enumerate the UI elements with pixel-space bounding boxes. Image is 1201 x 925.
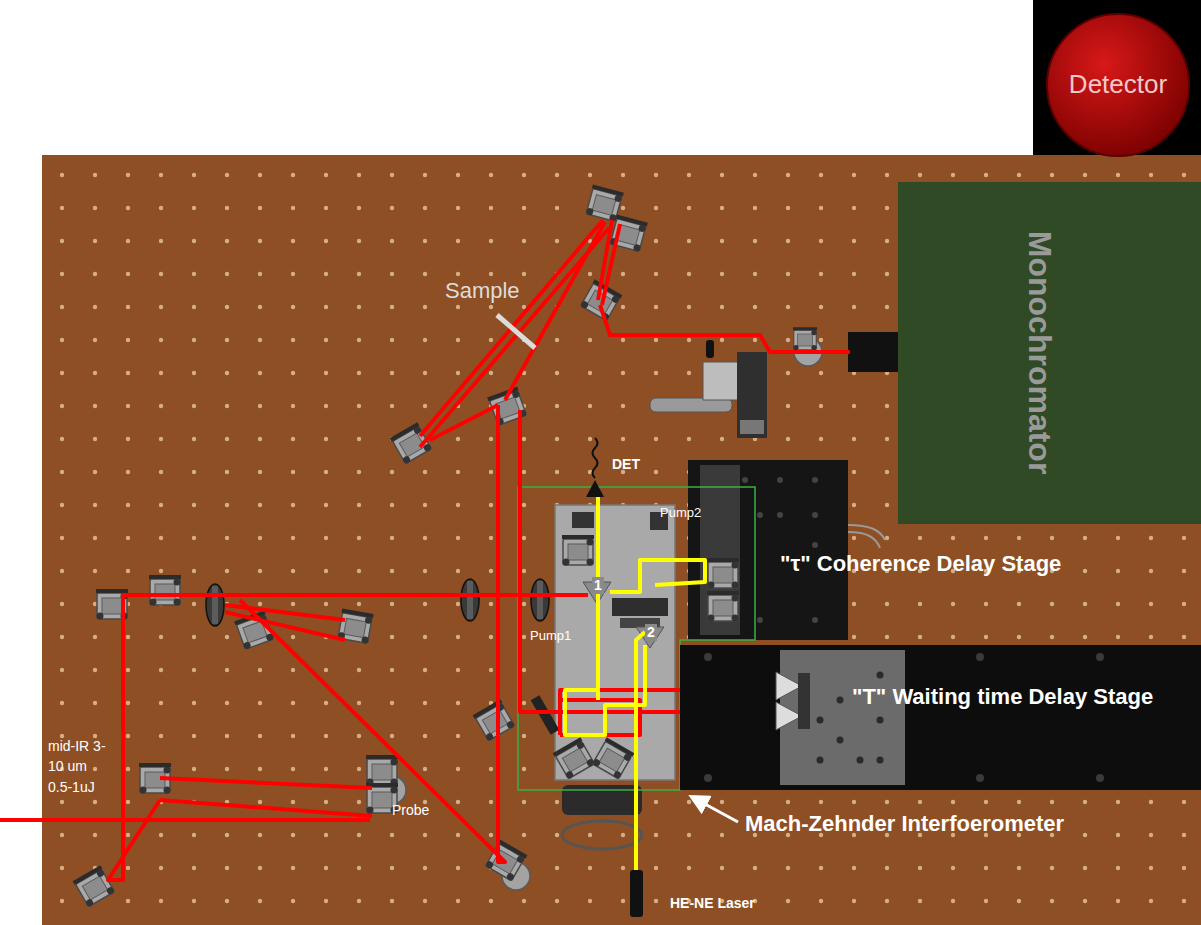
coherence-delay-stage [812, 542, 818, 548]
hene-beam [596, 495, 600, 700]
mid-ir-beam [0, 818, 370, 822]
node-text: "T" Waiting time Delay Stage [852, 678, 1157, 715]
detector-label: DET [612, 456, 640, 473]
coherence-delay-stage [742, 477, 748, 483]
stage-part [704, 774, 712, 782]
detector-housing [1033, 0, 1201, 182]
sample-plate [497, 315, 535, 348]
interferometer-breadboard [612, 598, 668, 616]
optical-mounts [562, 535, 594, 566]
delay-stage: "T" Waiting time Delay Stage [680, 645, 1201, 790]
detector-circle: Detector [1045, 12, 1191, 158]
stage-part [857, 757, 864, 764]
beam-label: Pump1 [530, 628, 571, 644]
retroreflector [703, 362, 740, 400]
mid-ir-beam [420, 228, 609, 447]
stage-part [780, 650, 905, 785]
optical-mounts [73, 865, 116, 907]
mid-ir-beam [430, 405, 498, 440]
beam-splitters [531, 695, 560, 735]
interferometer-breadboard [572, 512, 594, 528]
alignment-detector [586, 480, 604, 497]
mid-ir-beam [240, 405, 505, 862]
stage-drawing [680, 645, 1201, 790]
stage-part [877, 757, 884, 764]
mid-ir-beam [160, 800, 372, 816]
alignment-detector [586, 438, 604, 497]
optical-mounts [531, 579, 549, 621]
stage-part [704, 653, 712, 661]
optical-mounts [793, 327, 817, 350]
optical-mounts [149, 575, 181, 606]
beam-label: Probe [392, 802, 429, 819]
stage-part [837, 697, 844, 704]
coherence-delay-stage [757, 512, 763, 518]
node-text: Detector [1069, 64, 1167, 106]
stage-part [1096, 653, 1104, 661]
callout-number: 2 [645, 624, 657, 641]
optical-mounts [73, 184, 822, 907]
mid-ir-beam [225, 612, 345, 640]
optical-mounts [553, 737, 596, 779]
stage-part [976, 653, 984, 661]
interferometer-breadboard [555, 505, 675, 849]
stage-part [1096, 774, 1104, 782]
coherence-delay-stage [812, 512, 818, 518]
alignment-detector [593, 438, 598, 478]
coherence-delay-stage [777, 477, 783, 483]
retroreflector [737, 352, 767, 438]
retroreflector [740, 420, 764, 434]
mid-ir-beam [160, 778, 372, 788]
source-label: mid-IR 3-10 um 0.5-1uJ [48, 736, 114, 797]
stage-part [877, 717, 884, 724]
mid-ir-beam [602, 224, 620, 305]
stage-part [817, 717, 824, 724]
mid-ir-beam [600, 305, 850, 352]
optical-mounts [366, 755, 398, 786]
stage-label: "τ" Coherence Delay Stage [780, 551, 1061, 577]
node-text: Monochromator [1014, 231, 1065, 475]
monochromator-slit [848, 332, 898, 372]
interferometer-breadboard [555, 505, 675, 780]
stage-part [837, 737, 844, 744]
stage-part [976, 774, 984, 782]
optical-mounts [707, 591, 739, 622]
optical-mounts [707, 558, 739, 589]
beam-block [706, 340, 714, 358]
coherence-delay-stage [812, 477, 818, 483]
hene-beam [610, 560, 705, 592]
detector-disc [1047, 14, 1189, 156]
interferometer-breadboard [562, 821, 642, 849]
optical-breadboard [42, 155, 1201, 925]
sample-label: Sample [445, 278, 520, 304]
monochromator-box: Monochromator [898, 182, 1201, 524]
stage-part [680, 645, 1201, 790]
retroreflector [650, 352, 767, 438]
coherence-delay-stage [812, 617, 818, 623]
coherence-delay-stage [848, 532, 880, 548]
stage-part [817, 757, 824, 764]
laser-label: HE-NE Laser [670, 895, 755, 912]
coherence-delay-stage [757, 617, 763, 623]
callout-number: 1 [592, 577, 604, 594]
callout-arrow [692, 797, 738, 822]
interferometer-label: Mach-Zehnder Interfoerometer [745, 811, 1064, 837]
optical-mounts [206, 584, 224, 626]
mid-ir-beam [420, 220, 603, 436]
hene-laser-body [630, 870, 643, 917]
optical-mounts [473, 699, 516, 741]
stage-part [798, 673, 810, 729]
hene-beam [565, 645, 645, 735]
optical-mounts [591, 737, 634, 779]
beam-label: Pump2 [660, 505, 701, 521]
optical-mounts [461, 579, 479, 621]
coherence-delay-stage [700, 465, 740, 635]
mid-ir-beam [108, 595, 588, 880]
coherence-delay-stage [777, 512, 783, 518]
stage-part [877, 672, 884, 679]
